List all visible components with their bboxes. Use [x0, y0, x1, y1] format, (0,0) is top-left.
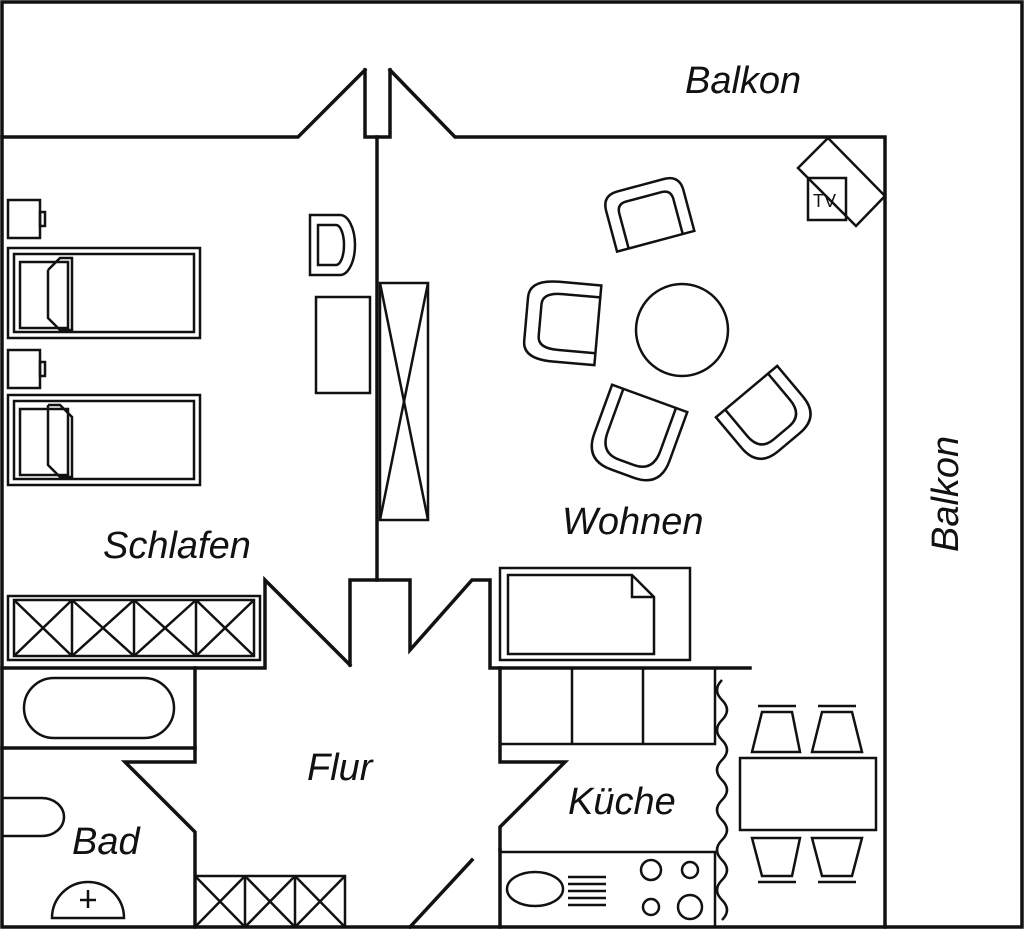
bathtub: [22, 676, 176, 740]
bed-2: [6, 393, 202, 487]
armchair-top: [604, 176, 696, 254]
kitchen-cabinets: [498, 666, 717, 746]
bedroom-chair: [308, 213, 357, 277]
bed-1: [6, 246, 202, 340]
armchair-right: [714, 364, 812, 460]
wardrobe-tall: [378, 281, 430, 522]
sink-bowl: [505, 870, 565, 908]
wardrobe-row-bedroom: [6, 594, 262, 662]
bedroom-desk: [314, 295, 372, 395]
bath-furniture: [2, 676, 347, 929]
nightstand-2: [6, 348, 47, 390]
label-balkon-right: Balkon: [925, 436, 967, 552]
tv-label: TV: [813, 191, 836, 211]
washbasin: [2, 796, 66, 838]
living-furniture: [498, 136, 887, 662]
round-table: [634, 282, 730, 378]
dining-chairs: [750, 704, 864, 884]
stove-counter: [498, 850, 717, 929]
stove-burners: [639, 858, 704, 921]
dining-table: [738, 756, 878, 832]
label-wohnen: Wohnen: [562, 501, 704, 543]
armchair-left: [522, 280, 603, 367]
label-kueche: Küche: [568, 781, 676, 823]
kitchen-furniture: [498, 666, 878, 929]
bedroom-furniture: [6, 198, 430, 662]
toilet: [50, 880, 126, 920]
nightstand-1: [6, 198, 47, 240]
exterior-walls: [0, 67, 887, 929]
tv-cabinet: [796, 136, 887, 228]
living-sofa: [498, 566, 692, 662]
wardrobe-row-hall: [193, 874, 347, 929]
armchair-bottom: [590, 383, 689, 482]
label-balkon-top: Balkon: [685, 60, 801, 102]
label-bad: Bad: [72, 821, 141, 863]
label-flur: Flur: [307, 747, 374, 789]
sink-drain-lines: [568, 875, 606, 907]
label-schlafen: Schlafen: [103, 525, 251, 567]
curtain: [715, 679, 729, 921]
